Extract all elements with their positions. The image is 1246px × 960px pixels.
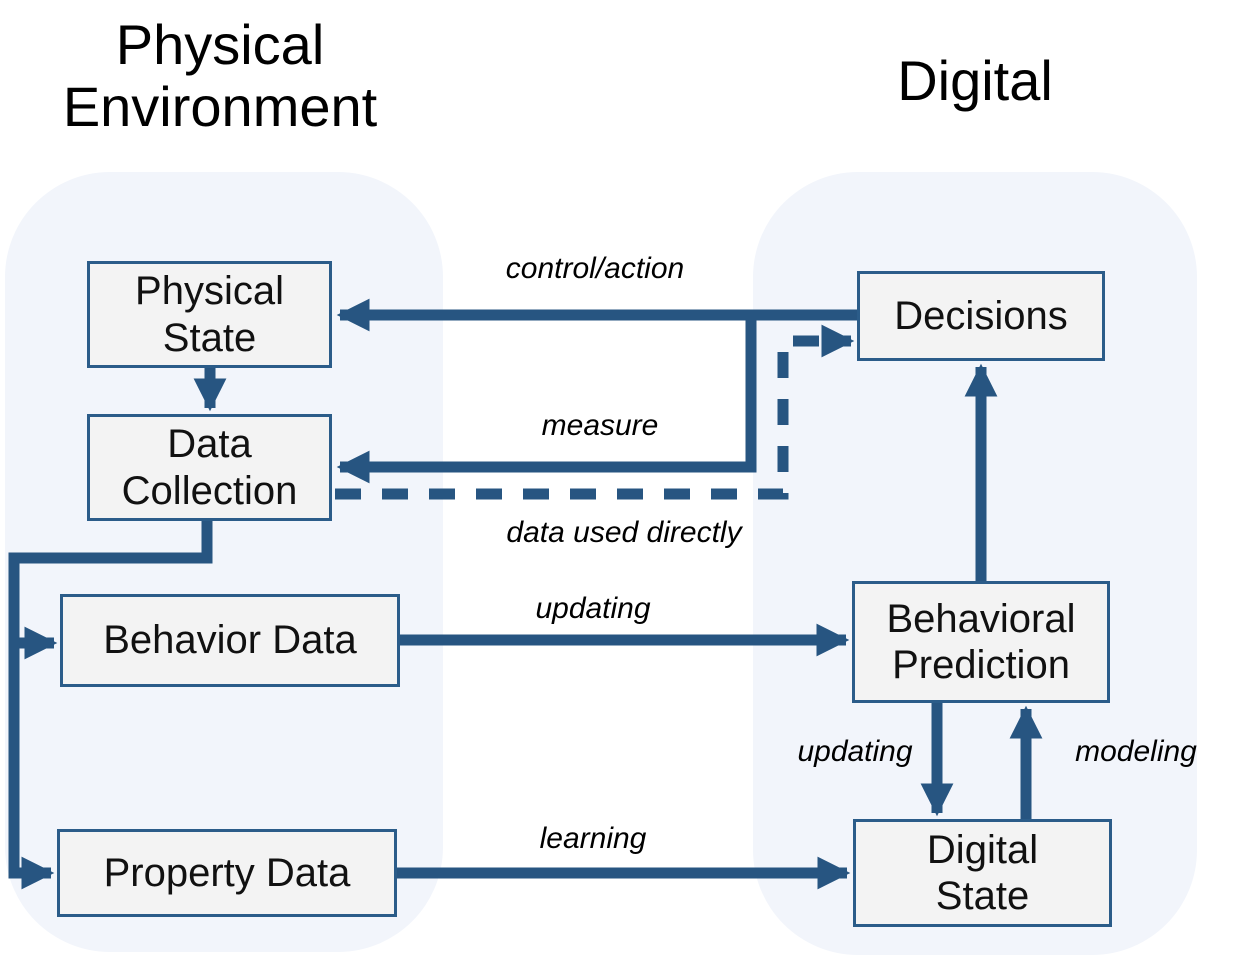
node-data-collection: Data Collection [87,414,332,521]
node-digital-state-label: Digital State [926,827,1039,918]
node-decisions: Decisions [857,271,1105,361]
edge-label-data-used-directly: data used directly [506,516,742,549]
node-property-data: Property Data [57,829,397,917]
node-property-data-label: Property Data [103,850,351,895]
node-data-collection-label: Data Collection [121,422,298,513]
node-physical-state: Physical State [87,261,332,368]
edge-label-updating-state: updating [797,735,913,768]
node-behavioral-prediction-label: Behavioral Prediction [886,596,1076,687]
node-physical-state-label: Physical State [135,269,284,360]
edge-label-modeling: modeling [1075,735,1197,768]
node-digital-state: Digital State [853,819,1112,927]
edge-label-learning: learning [539,822,647,855]
physical-environment-title: Physical Environment [62,13,378,138]
node-behavior-data-label: Behavior Data [103,618,357,663]
edge-label-updating-behavior: updating [535,592,651,625]
node-behavior-data: Behavior Data [60,594,400,687]
node-decisions-label: Decisions [894,293,1068,338]
node-behavioral-prediction: Behavioral Prediction [852,581,1110,703]
digital-title: Digital [897,49,1053,112]
edge-label-control-action: control/action [505,252,685,285]
edge-label-measure: measure [541,409,659,442]
